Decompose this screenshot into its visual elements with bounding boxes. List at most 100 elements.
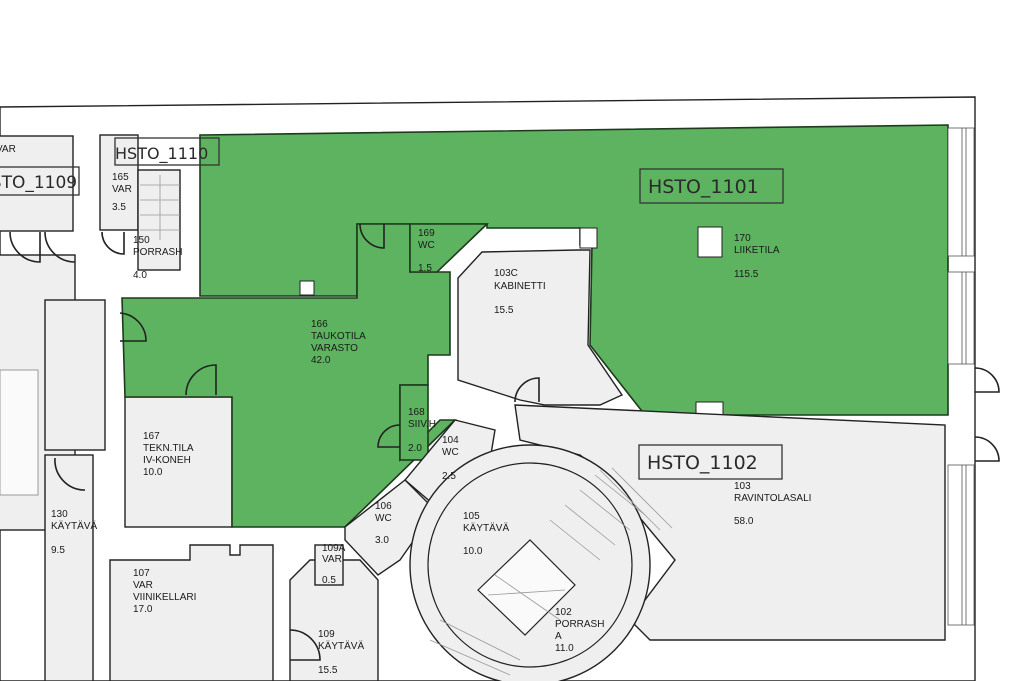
room-name: WC bbox=[375, 513, 392, 524]
room-area: 17.0 bbox=[133, 604, 153, 615]
label-103c: 103C KABINETTI 15.5 bbox=[494, 268, 546, 316]
label-167: 167 TEKN.TILA IV-KONEH 10.0 bbox=[143, 431, 194, 478]
tag-hsto-1102: HSTO_1102 bbox=[638, 444, 783, 480]
room-name: VARASTO bbox=[311, 343, 358, 354]
room-area: 4.0 bbox=[133, 270, 147, 281]
stair-core-102[interactable] bbox=[477, 539, 576, 636]
room-area: 2.0 bbox=[408, 443, 422, 454]
room-name: VAR bbox=[0, 144, 16, 155]
column bbox=[697, 226, 723, 258]
room-number: 103 bbox=[734, 481, 751, 492]
room-169[interactable] bbox=[409, 223, 489, 273]
label-150: 150 PORRASH 4.0 bbox=[133, 235, 182, 281]
room-area: 1.5 bbox=[418, 263, 432, 274]
room-107[interactable] bbox=[109, 544, 274, 681]
room-area: 58.0 bbox=[734, 516, 754, 527]
label-163: VAR bbox=[0, 144, 16, 155]
tag-label: HSTO_1109 bbox=[0, 173, 77, 193]
room-name: WC bbox=[442, 447, 459, 458]
room-number: 130 bbox=[51, 509, 68, 520]
room-number: 168 bbox=[408, 407, 425, 418]
room-area: 10.0 bbox=[143, 467, 163, 478]
room-area: 15.5 bbox=[318, 665, 338, 676]
tag-hsto-1101: HSTO_1101 bbox=[639, 168, 784, 204]
tag-label: HSTO_1102 bbox=[647, 452, 758, 474]
room-left-inner bbox=[0, 369, 39, 496]
room-name: VAR bbox=[133, 580, 153, 591]
stairs-150 bbox=[140, 175, 180, 240]
room-number: 167 bbox=[143, 431, 160, 442]
room-name: KÄYTÄVÄ bbox=[318, 640, 364, 652]
room-106[interactable] bbox=[344, 479, 436, 576]
room-number: 150 bbox=[133, 235, 150, 246]
room-name: SIIV.H bbox=[408, 419, 436, 430]
room-163[interactable] bbox=[0, 135, 74, 232]
label-170: 170 LIIKETILA 115.5 bbox=[734, 233, 780, 280]
room-number: 169 bbox=[418, 228, 435, 239]
room-name: KABINETTI bbox=[494, 281, 546, 292]
label-130: 130 KÄYTÄVÄ 9.5 bbox=[51, 509, 97, 556]
room-number: 106 bbox=[375, 501, 392, 512]
doors bbox=[9, 223, 1000, 661]
room-number: 166 bbox=[311, 319, 328, 330]
label-169: 169 WC 1.5 bbox=[418, 228, 435, 274]
room-number: 109 bbox=[318, 629, 335, 640]
room-number: 103C bbox=[494, 268, 518, 279]
facade-windows bbox=[947, 127, 975, 626]
room-167[interactable] bbox=[124, 396, 233, 528]
room-area: 10.0 bbox=[463, 546, 483, 557]
room-168[interactable] bbox=[399, 384, 429, 461]
room-number: 165 bbox=[112, 172, 129, 183]
room-area: 9.5 bbox=[51, 545, 65, 556]
label-168: 168 SIIV.H 2.0 bbox=[408, 407, 436, 454]
room-number: 105 bbox=[463, 511, 480, 522]
room-name: PORRASH bbox=[555, 619, 604, 630]
room-150[interactable] bbox=[137, 169, 181, 271]
room-130[interactable] bbox=[44, 454, 94, 681]
room-name: A bbox=[555, 631, 562, 642]
room-number: 104 bbox=[442, 435, 459, 446]
tag-hsto-1109: HSTO_1109 bbox=[0, 166, 80, 196]
room-105-inner bbox=[427, 462, 633, 668]
room-name: VAR bbox=[322, 554, 342, 565]
room-109a[interactable] bbox=[314, 544, 344, 586]
room-name: TEKN.TILA bbox=[143, 443, 194, 454]
room-number: 170 bbox=[734, 233, 751, 244]
room-name: TAUKOTILA bbox=[311, 331, 366, 342]
column bbox=[579, 227, 598, 249]
room-number: 109A bbox=[322, 543, 346, 554]
label-102: 102 PORRASH A 11.0 bbox=[555, 607, 604, 654]
room-name: VIINIKELLARI bbox=[133, 592, 196, 603]
room-103c[interactable] bbox=[457, 249, 624, 406]
room-name: VAR bbox=[112, 184, 132, 195]
room-area: 115.5 bbox=[734, 269, 759, 280]
tag-label: HSTO_1101 bbox=[648, 176, 759, 198]
room-name: KÄYTÄVÄ bbox=[51, 520, 97, 532]
room-165[interactable] bbox=[99, 134, 139, 231]
room-name: RAVINTOLASALI bbox=[734, 493, 811, 504]
label-109a: 109A VAR 0.5 bbox=[322, 543, 346, 586]
room-name: IV-KONEH bbox=[143, 455, 191, 466]
label-109: 109 KÄYTÄVÄ 15.5 bbox=[318, 629, 364, 676]
label-166: 166 TAUKOTILA VARASTO 42.0 bbox=[311, 319, 366, 366]
room-area: 42.0 bbox=[311, 355, 331, 366]
room-area: 0.5 bbox=[322, 575, 336, 586]
label-107: 107 VAR VIINIKELLARI 17.0 bbox=[133, 568, 196, 615]
label-165: 165 VAR 3.5 bbox=[112, 172, 132, 213]
room-name: PORRASH bbox=[133, 247, 182, 258]
room-number: 102 bbox=[555, 607, 572, 618]
room-109[interactable] bbox=[289, 559, 379, 681]
tag-label: HSTO_1110 bbox=[115, 144, 208, 164]
tag-hsto-1110: HSTO_1110 bbox=[114, 137, 220, 166]
room-name: LIIKETILA bbox=[734, 245, 780, 256]
label-105: 105 KÄYTÄVÄ 10.0 bbox=[463, 511, 509, 557]
room-area: 15.5 bbox=[494, 305, 514, 316]
stairs-102 bbox=[429, 467, 673, 676]
room-number: 107 bbox=[133, 568, 150, 579]
room-name: WC bbox=[418, 240, 435, 251]
label-104: 104 WC 2.5 bbox=[442, 435, 459, 482]
room-area: 3.5 bbox=[112, 202, 126, 213]
room-area: 3.0 bbox=[375, 535, 389, 546]
label-106: 106 WC 3.0 bbox=[375, 501, 392, 546]
